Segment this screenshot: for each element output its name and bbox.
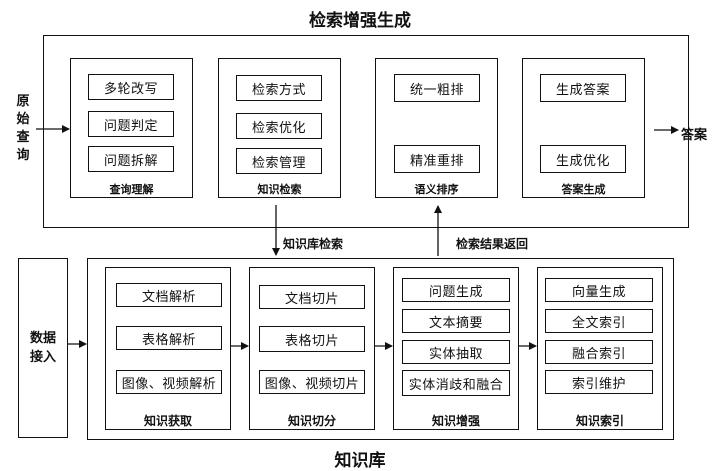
image-video-chunking-box: 图像、视频切片 <box>259 370 365 394</box>
vector-generation-box: 向量生成 <box>545 278 653 302</box>
entity-disambiguation-fusion-box: 实体消歧和融合 <box>402 370 510 396</box>
original-query-char: 查 <box>16 130 30 145</box>
precise-reranking-box: 精准重排 <box>394 145 480 173</box>
knowledge-acquisition-caption: 知识获取 <box>143 414 192 428</box>
document-chunking-box: 文档切片 <box>259 285 365 309</box>
generation-optimization-box: 生成优化 <box>540 145 626 173</box>
question-decomposition-box: 问题拆解 <box>88 146 174 172</box>
knowledge-indexing-caption: 知识索引 <box>575 414 624 428</box>
original-query-label: 原 始 查 询 <box>12 93 34 165</box>
data-ingestion-line: 数据 <box>29 331 56 346</box>
knowledge-retrieval-caption: 知识检索 <box>257 183 302 196</box>
answer-generation-caption: 答案生成 <box>561 183 606 196</box>
full-text-index-box: 全文索引 <box>545 309 653 333</box>
query-understanding-caption: 查询理解 <box>109 183 154 196</box>
text-summary-box: 文本摘要 <box>402 309 510 333</box>
answer-output-label: 答案 <box>681 128 708 143</box>
index-maintenance-box: 索引维护 <box>545 370 653 394</box>
table-parsing-box: 表格解析 <box>116 326 222 350</box>
original-query-char: 询 <box>16 148 30 163</box>
semantic-ranking-caption: 语义排序 <box>414 183 459 196</box>
retrieval-method-box: 检索方式 <box>236 75 322 101</box>
generate-answer-box: 生成答案 <box>540 74 626 102</box>
question-generation-box: 问题生成 <box>402 278 510 302</box>
unified-coarse-ranking-box: 统一粗排 <box>394 74 480 102</box>
entity-extraction-box: 实体抽取 <box>402 340 510 364</box>
original-query-char: 原 <box>16 94 30 109</box>
document-parsing-box: 文档解析 <box>116 283 222 307</box>
knowledge-enhancement-caption: 知识增强 <box>431 414 480 428</box>
retrieval-result-return-label: 检索结果返回 <box>456 237 529 251</box>
knowledge-base-title: 知识库 <box>334 451 386 471</box>
knowledge-chunking-caption: 知识切分 <box>287 414 336 428</box>
question-judgment-box: 问题判定 <box>88 111 174 137</box>
multi-turn-rewrite-box: 多轮改写 <box>88 74 174 100</box>
fusion-index-box: 融合索引 <box>545 340 653 364</box>
retrieval-optimization-box: 检索优化 <box>236 113 322 139</box>
image-video-parsing-box: 图像、视频解析 <box>116 370 222 394</box>
table-chunking-box: 表格切片 <box>259 326 365 352</box>
data-ingestion-box: 数据 接入 <box>18 258 68 438</box>
diagram-title: 检索增强生成 <box>309 11 411 31</box>
original-query-char: 始 <box>16 112 30 127</box>
kb-retrieval-label: 知识库检索 <box>283 237 344 251</box>
retrieval-management-box: 检索管理 <box>236 148 322 174</box>
data-ingestion-line: 接入 <box>29 350 56 365</box>
